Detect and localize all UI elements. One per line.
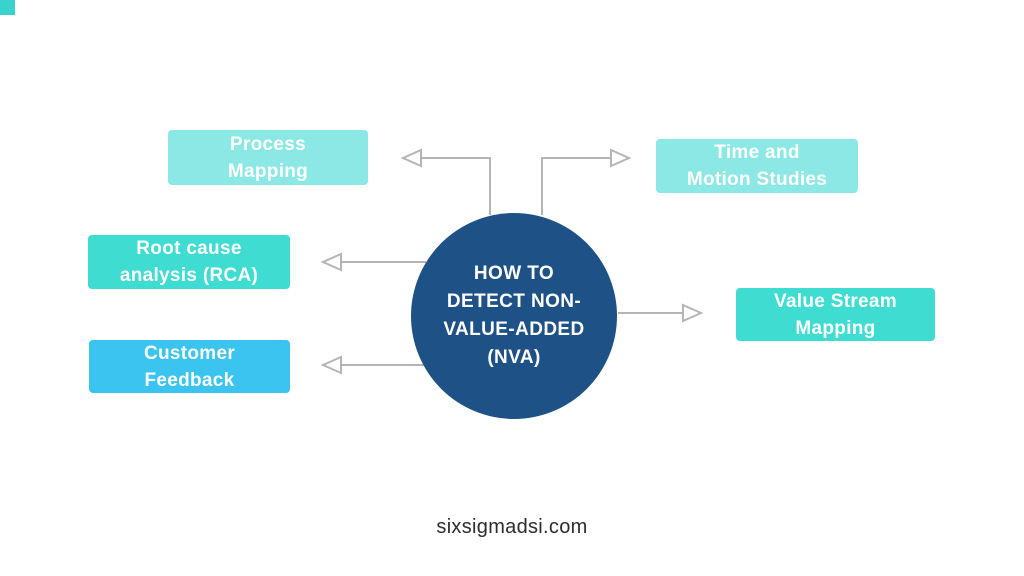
connector-to-time-motion-studies	[541, 148, 632, 215]
node-customer-feedback: Customer Feedback	[89, 340, 290, 393]
connector-to-root-cause-analysis	[320, 252, 426, 272]
node-label-line: Feedback	[144, 369, 235, 391]
connector-to-process-mapping	[400, 148, 491, 215]
central-topic-circle: HOW TO DETECT NON- VALUE-ADDED (NVA)	[411, 213, 617, 419]
node-value-stream-mapping: Value Stream Mapping	[736, 288, 935, 341]
node-label-line: Time and	[714, 142, 800, 163]
central-topic-line: VALUE-ADDED	[443, 319, 585, 340]
website-watermark: sixsigmadsi.com	[436, 516, 588, 538]
central-topic-line: DETECT NON-	[446, 291, 582, 312]
corner-accent-square	[0, 0, 15, 15]
node-label-line: Customer	[143, 342, 236, 364]
node-label-line: Mapping	[795, 317, 876, 339]
central-topic-line: (NVA)	[487, 347, 541, 368]
connector-to-value-stream-mapping	[618, 303, 704, 323]
node-label-line: Process	[229, 133, 307, 155]
node-label-line: Value Stream	[774, 290, 897, 312]
node-root-cause-analysis: Root cause analysis (RCA)	[88, 235, 290, 289]
central-topic-line: HOW TO	[473, 263, 555, 284]
connector-to-customer-feedback	[320, 355, 424, 375]
node-label-line: Motion Studies	[686, 169, 828, 190]
node-process-mapping: Process Mapping	[168, 130, 368, 185]
node-label-line: Root cause	[136, 238, 242, 259]
node-label-line: Mapping	[227, 160, 309, 182]
node-time-and-motion-studies: Time and Motion Studies	[656, 139, 858, 193]
node-label-line: analysis (RCA)	[119, 265, 259, 286]
